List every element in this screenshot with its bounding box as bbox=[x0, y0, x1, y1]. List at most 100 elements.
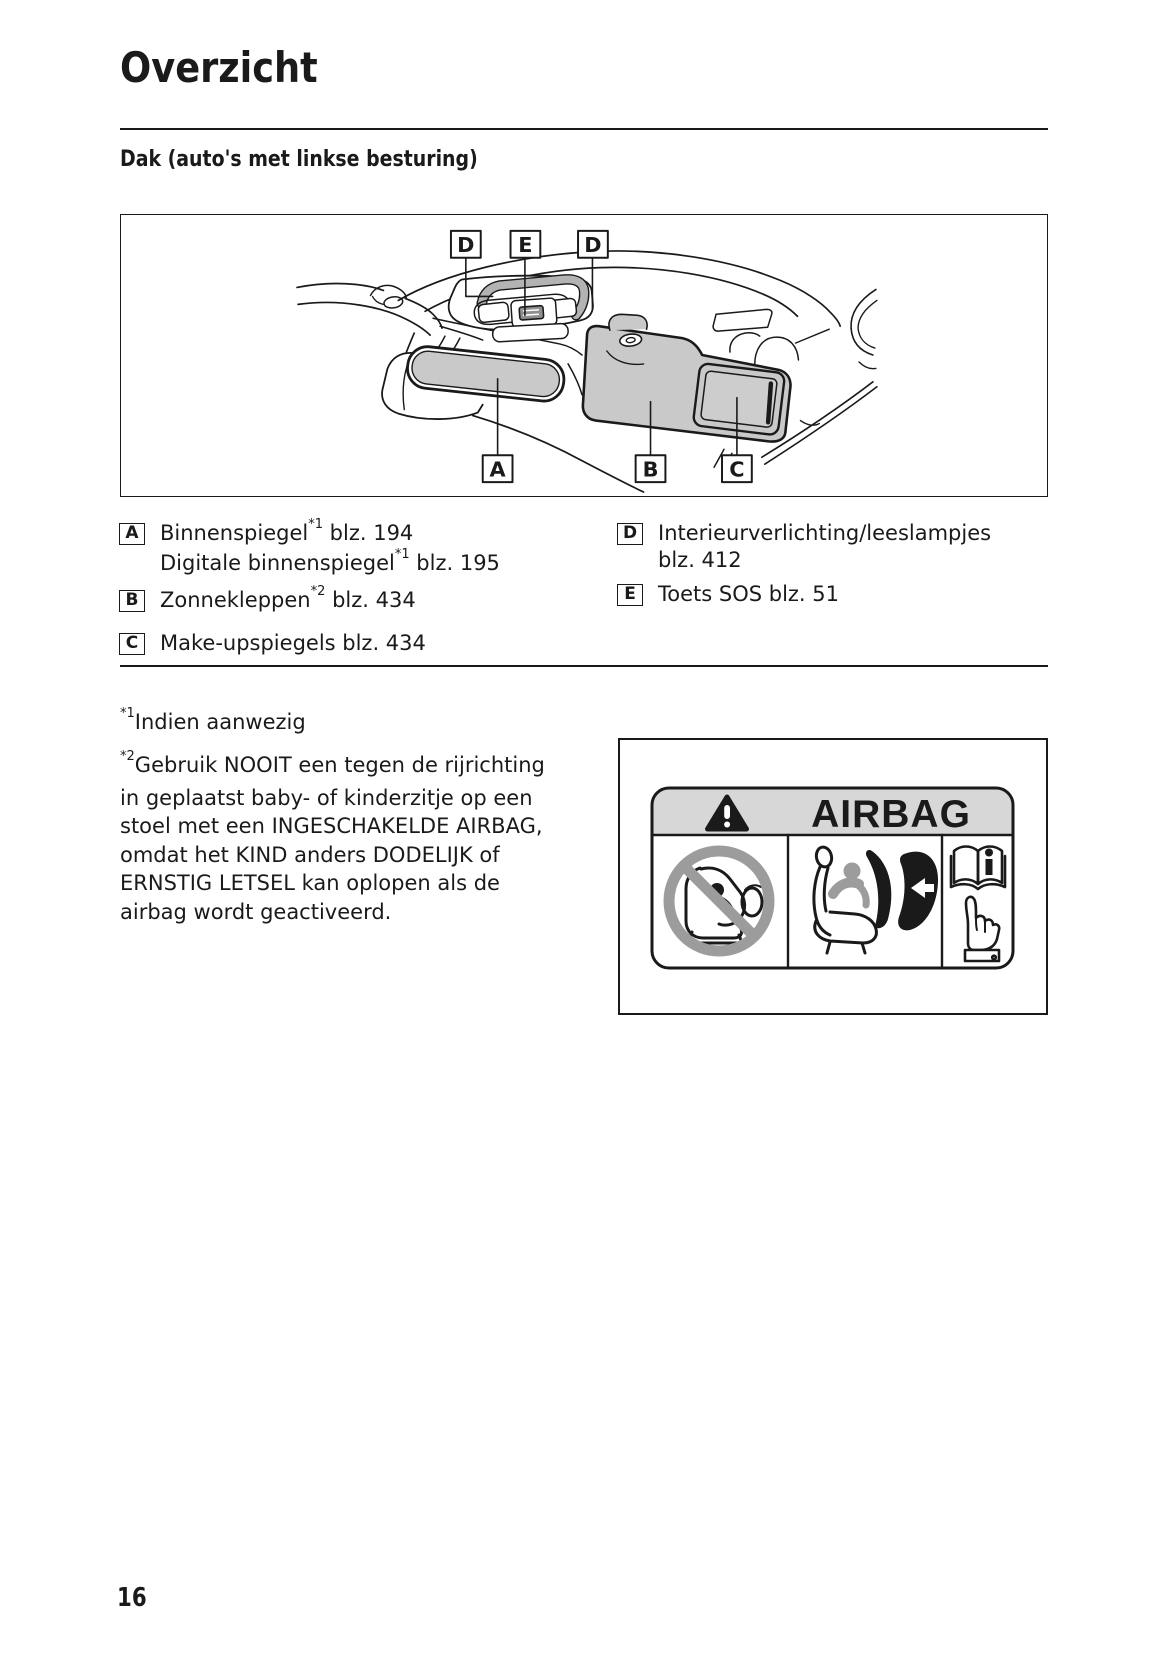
pointing-hand bbox=[964, 895, 1001, 952]
callout-box-d2 bbox=[577, 229, 609, 259]
pointing-hand-icon bbox=[963, 895, 1001, 963]
legend-e-line1: Toets SOS blz. 51 bbox=[658, 582, 840, 606]
callout-box-b bbox=[634, 454, 667, 484]
warning-exclamation-bar bbox=[724, 805, 730, 819]
info-i-bar bbox=[985, 859, 993, 875]
rearview-mirror bbox=[406, 345, 566, 403]
headliner-mirror-visor-line bbox=[567, 363, 583, 396]
mirror-mount-cap bbox=[369, 284, 408, 309]
airbag-label-drawing: AIRBAG bbox=[650, 786, 1015, 970]
legend-a-line2-post: blz. 195 bbox=[409, 551, 500, 575]
footnote-line: *2Gebruik NOOIT een tegen de rijrichting bbox=[120, 749, 545, 784]
maplight-lens-left bbox=[477, 301, 510, 324]
hand-cuff-button bbox=[990, 954, 998, 961]
legend-letter-e: E bbox=[617, 584, 643, 606]
callout-box-a bbox=[481, 454, 514, 484]
section-heading: Dak (auto's met linkse besturing) bbox=[120, 147, 478, 172]
legend-left-column: A Binnenspiegel*1 blz. 194 Digitale binn… bbox=[119, 516, 589, 664]
seat-headrest bbox=[814, 845, 834, 869]
visor-bottom-crease1 bbox=[713, 448, 725, 468]
legend-b-line1-post: blz. 434 bbox=[325, 588, 416, 612]
headliner-recess-left bbox=[439, 325, 484, 341]
legend-item-e: E Toets SOS blz. 51 bbox=[617, 581, 1057, 608]
title-divider bbox=[120, 128, 1048, 130]
legend-text-b: Zonnekleppen*2 blz. 434 bbox=[160, 584, 416, 617]
callout-letter-d1: D bbox=[457, 233, 474, 257]
callout-letter-b: B bbox=[643, 458, 659, 482]
legend-letter-b: B bbox=[119, 590, 145, 612]
airbag-balloon-lines bbox=[744, 884, 762, 891]
callout-letter-a: A bbox=[490, 458, 507, 482]
pictogram-read-manual bbox=[949, 845, 1007, 963]
callout-box-d1 bbox=[449, 229, 482, 259]
visor-mount-tab bbox=[608, 313, 648, 331]
airbag-balloon bbox=[740, 886, 764, 918]
airbag-label-outline bbox=[650, 786, 1015, 970]
mount-cap-link bbox=[371, 295, 385, 306]
visor-clip-hole-inner bbox=[625, 336, 636, 344]
vanity-mirror-edge bbox=[765, 381, 774, 425]
pictogram-no-child-seat bbox=[663, 845, 775, 957]
legend-line: Digitale binnenspiegel*1 blz. 195 bbox=[160, 547, 500, 580]
callout-letters: D E D A B C bbox=[457, 233, 744, 481]
page-number: 16 bbox=[117, 1583, 147, 1613]
page-title: Overzicht bbox=[120, 43, 318, 92]
warning-exclamation-dot bbox=[724, 821, 731, 828]
legend-letter-c: C bbox=[119, 633, 145, 655]
footnote-1-text: Indien aanwezig bbox=[134, 710, 306, 734]
legend-line: blz. 412 bbox=[658, 547, 991, 574]
legend-text-c: Make-upspiegels blz. 434 bbox=[160, 630, 426, 657]
callout-box-e bbox=[509, 229, 542, 259]
seat-base bbox=[825, 940, 867, 955]
footnote-line: *1Indien aanwezig bbox=[120, 705, 306, 741]
visor-bottom-bump bbox=[799, 419, 821, 426]
legend-text-a: Binnenspiegel*1 blz. 194 Digitale binnen… bbox=[160, 516, 500, 580]
pillar-crescent-inner bbox=[857, 299, 878, 349]
overhead-console bbox=[447, 274, 594, 343]
callout-letter-d2: D bbox=[584, 233, 601, 257]
windshield-band-lower bbox=[297, 301, 431, 336]
footnote-1-sup: *1 bbox=[120, 705, 135, 721]
footnote-2-line5: ERNSTIG LETSEL kan oplopen als de bbox=[120, 871, 500, 895]
leader-lines bbox=[465, 256, 738, 457]
legend-item-b: B Zonnekleppen*2 blz. 434 bbox=[119, 584, 589, 617]
sos-button-stripes bbox=[522, 309, 540, 317]
legend-letter-a: A bbox=[119, 523, 145, 545]
footnote-2-line4: omdat het KIND anders DODELIJK of bbox=[120, 842, 500, 867]
visor-crease bbox=[606, 350, 645, 366]
legend-line: Binnenspiegel*1 blz. 194 bbox=[160, 516, 500, 550]
maplight-band bbox=[477, 275, 589, 320]
legend-d-line2: blz. 412 bbox=[658, 548, 742, 572]
hand-knuckle-1 bbox=[975, 918, 978, 931]
callout-letter-e: E bbox=[518, 233, 532, 257]
legend-a-line2: Digitale binnenspiegel bbox=[160, 551, 395, 575]
prohibition-sign bbox=[663, 845, 775, 957]
airbag-crescent bbox=[865, 849, 892, 929]
prohibition-slash bbox=[678, 860, 760, 942]
legend-a-line1-sup: *1 bbox=[308, 516, 323, 532]
read-manual-art bbox=[949, 845, 1007, 963]
mount-cap-oval bbox=[383, 296, 404, 309]
windshield-band-upper bbox=[296, 282, 385, 292]
child-head-2 bbox=[843, 862, 861, 880]
legend-line: Make-upspiegels blz. 434 bbox=[160, 630, 426, 657]
seat-cushion bbox=[813, 910, 878, 945]
book-left-page bbox=[952, 845, 980, 886]
legend-divider bbox=[120, 665, 1048, 667]
footnote-2-line6: airbag wordt geactiveerd. bbox=[120, 899, 392, 924]
seat-back-right bbox=[822, 866, 830, 913]
leader-d1 bbox=[465, 256, 494, 298]
airbag-arrow bbox=[911, 878, 934, 898]
headliner-cutout-bottom bbox=[471, 414, 645, 493]
child-arm bbox=[854, 881, 870, 909]
vanity-mirror-glass bbox=[700, 370, 778, 428]
pillar-crescent-outer bbox=[850, 288, 877, 356]
footnote-2: *2Gebruik NOOIT een tegen de rijrichting… bbox=[120, 749, 545, 926]
footnote-1: *1Indien aanwezig bbox=[120, 705, 306, 741]
legend-a-line1-post: blz. 194 bbox=[323, 521, 414, 545]
airbag-label-figure: AIRBAG bbox=[618, 738, 1048, 1015]
legend-item-d: D Interieurverlichting/leeslampjes blz. … bbox=[617, 520, 1057, 574]
vanity-mirror bbox=[692, 362, 786, 436]
callout-boxes bbox=[449, 229, 753, 484]
